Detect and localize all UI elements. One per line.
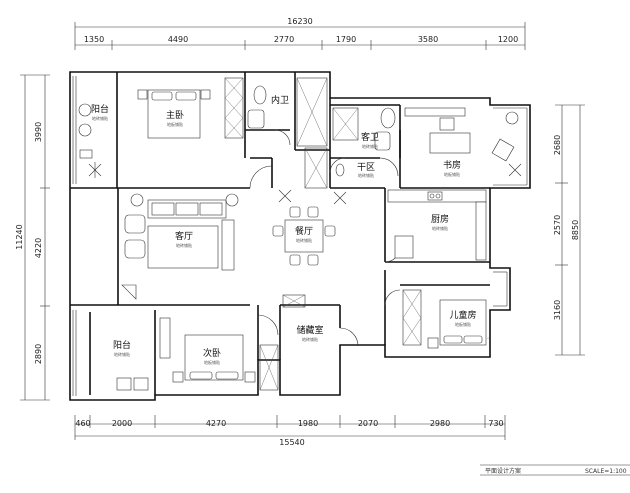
bottom-dim-3: 4270 (206, 419, 226, 428)
room-name-second-bedroom: 次卧 (203, 347, 221, 359)
study-desk (404, 107, 471, 154)
left-dim-1: 3990 (34, 122, 43, 142)
top-dimension-chain: 16230 1350 4490 2770 1790 3580 1200 (74, 17, 526, 50)
room-name-guest-bath: 客卫 (361, 131, 379, 143)
wardrobe-second (259, 344, 279, 391)
study-chair (491, 111, 519, 162)
bottom-dim-5: 2070 (358, 419, 378, 428)
shower-ensuite (296, 77, 328, 147)
top-dim-5: 3580 (418, 35, 438, 44)
tv-cabinet (221, 219, 235, 271)
bottom-dim-2: 2000 (112, 419, 132, 428)
plan-title: 平面设计方案 (485, 467, 521, 475)
room-sub-master-bedroom: 地板铺贴 (167, 121, 183, 127)
kitchen-counter (387, 189, 487, 261)
room-name-kitchen: 厨房 (431, 213, 449, 225)
master-bed (137, 89, 211, 139)
title-block: 平面设计方案 SCALE=1:100 (480, 464, 630, 476)
windows (72, 76, 528, 396)
room-sub-balcony-nw: 地砖铺贴 (92, 115, 108, 121)
bottom-dimension-chain: 460 2000 4270 1980 2070 2980 730 15540 (74, 415, 506, 447)
top-dim-1: 1350 (84, 35, 104, 44)
ensuite-fixtures (247, 85, 267, 129)
room-name-storage: 储藏室 (296, 324, 323, 336)
stove-icon (427, 191, 443, 201)
side-tables (130, 193, 239, 207)
right-total-dim: 8850 (571, 220, 580, 240)
top-dim-4: 1790 (336, 35, 356, 44)
balcony-chairs (78, 103, 93, 159)
dining-table (272, 206, 336, 266)
doors (249, 129, 401, 347)
cabinet-dryarea (304, 147, 328, 189)
second-desk (159, 317, 171, 359)
lounge-chairs (124, 214, 146, 259)
room-sub-study: 地板铺贴 (444, 171, 460, 177)
right-dim-3: 3160 (553, 300, 562, 320)
dryarea-sink (335, 163, 345, 177)
top-total-dim: 16230 (287, 17, 312, 26)
room-labels: 阳台 地砖铺贴 主卧 地板铺贴 内卫 客卫 地砖铺贴 干区 地砖铺贴 书房 地板… (91, 94, 477, 365)
sofa (147, 199, 227, 219)
room-name-study: 书房 (443, 159, 461, 171)
bottom-dim-4: 1980 (298, 419, 318, 428)
coffee-table (147, 225, 219, 269)
right-dim-2: 2570 (553, 215, 562, 235)
room-sub-dining-room: 地砖铺贴 (296, 237, 312, 243)
right-dimension-chain: 2680 2570 3160 8850 (553, 104, 585, 356)
second-bed (172, 334, 256, 383)
ac-unit (121, 284, 137, 300)
room-name-children-room: 儿童房 (449, 309, 476, 321)
room-name-master-bedroom: 主卧 (166, 109, 184, 121)
storage-shelves (282, 294, 306, 308)
room-sub-balcony-sw: 地砖铺贴 (114, 351, 130, 357)
plant-icon-study (508, 163, 522, 177)
scale-label: SCALE=1:100 (585, 468, 627, 475)
left-total-dim: 11240 (15, 224, 24, 249)
sw-balcony-fixtures (116, 377, 149, 391)
room-sub-children-room: 地板铺贴 (455, 321, 471, 327)
left-dimension-chain: 11240 3990 4220 2890 (15, 74, 50, 401)
bottom-dim-6: 2980 (430, 419, 450, 428)
room-name-dining-room: 餐厅 (295, 225, 313, 237)
room-sub-storage: 地砖铺贴 (302, 336, 318, 342)
wardrobe-master (224, 77, 244, 139)
room-sub-dry-area: 地砖铺贴 (358, 172, 374, 178)
left-dim-3: 2890 (34, 344, 43, 364)
plant-icon-nw (88, 162, 102, 178)
shower-guest (332, 107, 359, 141)
room-sub-living-room: 地砖铺贴 (176, 242, 192, 248)
right-dim-1: 2680 (553, 135, 562, 155)
room-name-ensuite: 内卫 (271, 94, 289, 106)
plant-icon-dining (278, 189, 347, 205)
bottom-total-dim: 15540 (279, 438, 304, 447)
left-dim-2: 4220 (34, 238, 43, 258)
top-dim-3: 2770 (274, 35, 294, 44)
top-dim-2: 4490 (168, 35, 188, 44)
children-bed (427, 299, 489, 349)
room-name-balcony-nw: 阳台 (91, 103, 109, 115)
bottom-dim-7: 730 (488, 419, 503, 428)
room-name-balcony-sw: 阳台 (113, 339, 131, 351)
wardrobe-children (402, 289, 422, 346)
room-name-dry-area: 干区 (357, 162, 375, 173)
top-dim-6: 1200 (498, 35, 518, 44)
room-sub-guest-bath: 地砖铺贴 (362, 143, 378, 149)
guestbath-fixtures (374, 107, 396, 151)
room-sub-kitchen: 地砖铺贴 (432, 225, 448, 231)
room-sub-second-bedroom: 地板铺贴 (204, 359, 220, 365)
room-name-living-room: 客厅 (175, 230, 193, 242)
bottom-dim-1: 460 (75, 419, 90, 428)
